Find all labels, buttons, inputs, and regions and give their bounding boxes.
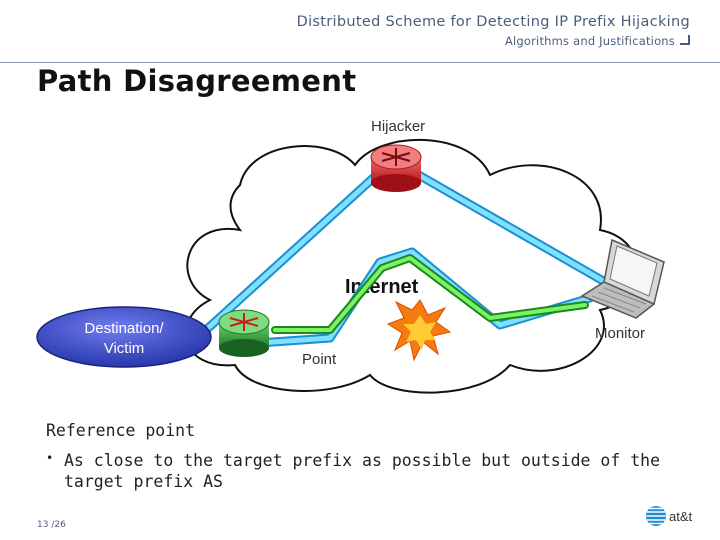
header-subtitle-text: Algorithms and Justifications [504,34,675,48]
page-number-current: 13 [37,520,49,530]
monitor-laptop-icon [580,238,665,319]
destination-label-line1: Destination/ [84,320,164,337]
page-number-total: /26 [51,520,66,530]
page-number: 13 /26 [37,520,66,530]
destination-victim-node [36,306,212,368]
section-label: Reference point [46,421,196,440]
green-paths [271,254,589,334]
bullet-text: As close to the target prefix as possibl… [64,451,661,491]
att-logo: at&t [646,506,693,526]
header-title: Distributed Scheme for Detecting IP Pref… [296,14,690,30]
slide-header: Distributed Scheme for Detecting IP Pref… [297,14,690,48]
att-logo-text: at&t [669,509,693,524]
blue-paths [201,155,610,350]
monitor-label: Monitor [595,325,645,342]
network-diagram: Internet Hijacker Destination/ Victim Po… [36,118,665,394]
att-globe-icon [646,506,666,526]
reference-point-router-icon [218,309,270,357]
bullet-item: • As close to the target prefix as possi… [46,450,666,492]
header-divider [0,62,720,63]
point-label: Point [302,351,337,368]
hijacker-label: Hijacker [371,118,425,135]
return-icon[interactable] [680,34,690,45]
hijacker-router-icon [370,144,422,192]
destination-label-line2: Victim [104,340,145,357]
header-subtitle: Algorithms and Justifications [297,34,690,48]
bullet-icon: • [46,451,54,465]
page-title: Path Disagreement [37,64,357,98]
